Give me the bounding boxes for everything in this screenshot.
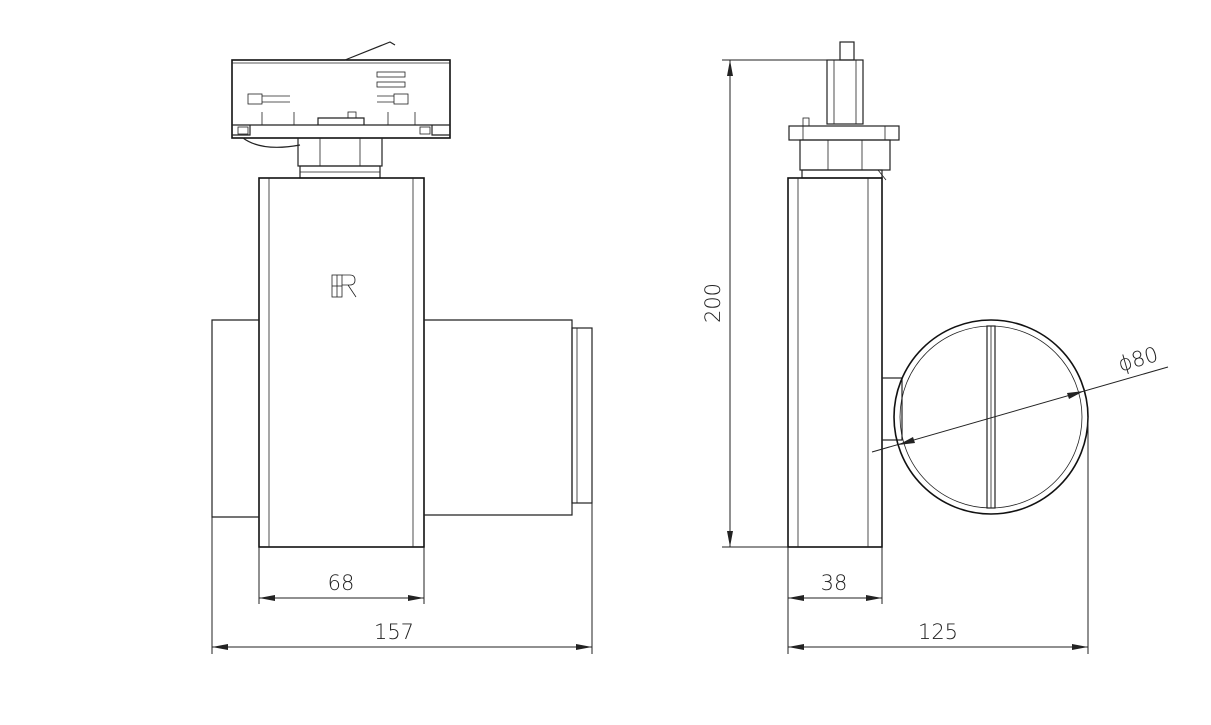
brand-logo [331, 274, 357, 298]
dim-side-body-width: 38 [787, 547, 883, 604]
front-view: 68 157 [211, 41, 593, 654]
dim-label-200: 200 [701, 283, 725, 323]
dim-side-height: 200 [701, 59, 840, 548]
side-lens-head [881, 319, 1089, 515]
front-track-adapter [231, 41, 451, 179]
dim-label-38: 38 [821, 571, 848, 595]
dim-side-total-width: 125 [787, 417, 1089, 654]
side-view: 200 38 125 ϕ80 [701, 41, 1169, 654]
dim-front-body-width: 68 [258, 547, 425, 604]
dim-label-125: 125 [918, 620, 958, 644]
dim-front-total-width: 157 [211, 503, 593, 654]
side-body [787, 177, 883, 548]
side-track-adapter [788, 41, 900, 181]
dim-side-diameter: ϕ80 [871, 342, 1169, 453]
front-lens-barrel [211, 319, 593, 518]
front-body [258, 177, 425, 548]
dim-label-68: 68 [328, 571, 355, 595]
dim-label-157: 157 [374, 620, 414, 644]
